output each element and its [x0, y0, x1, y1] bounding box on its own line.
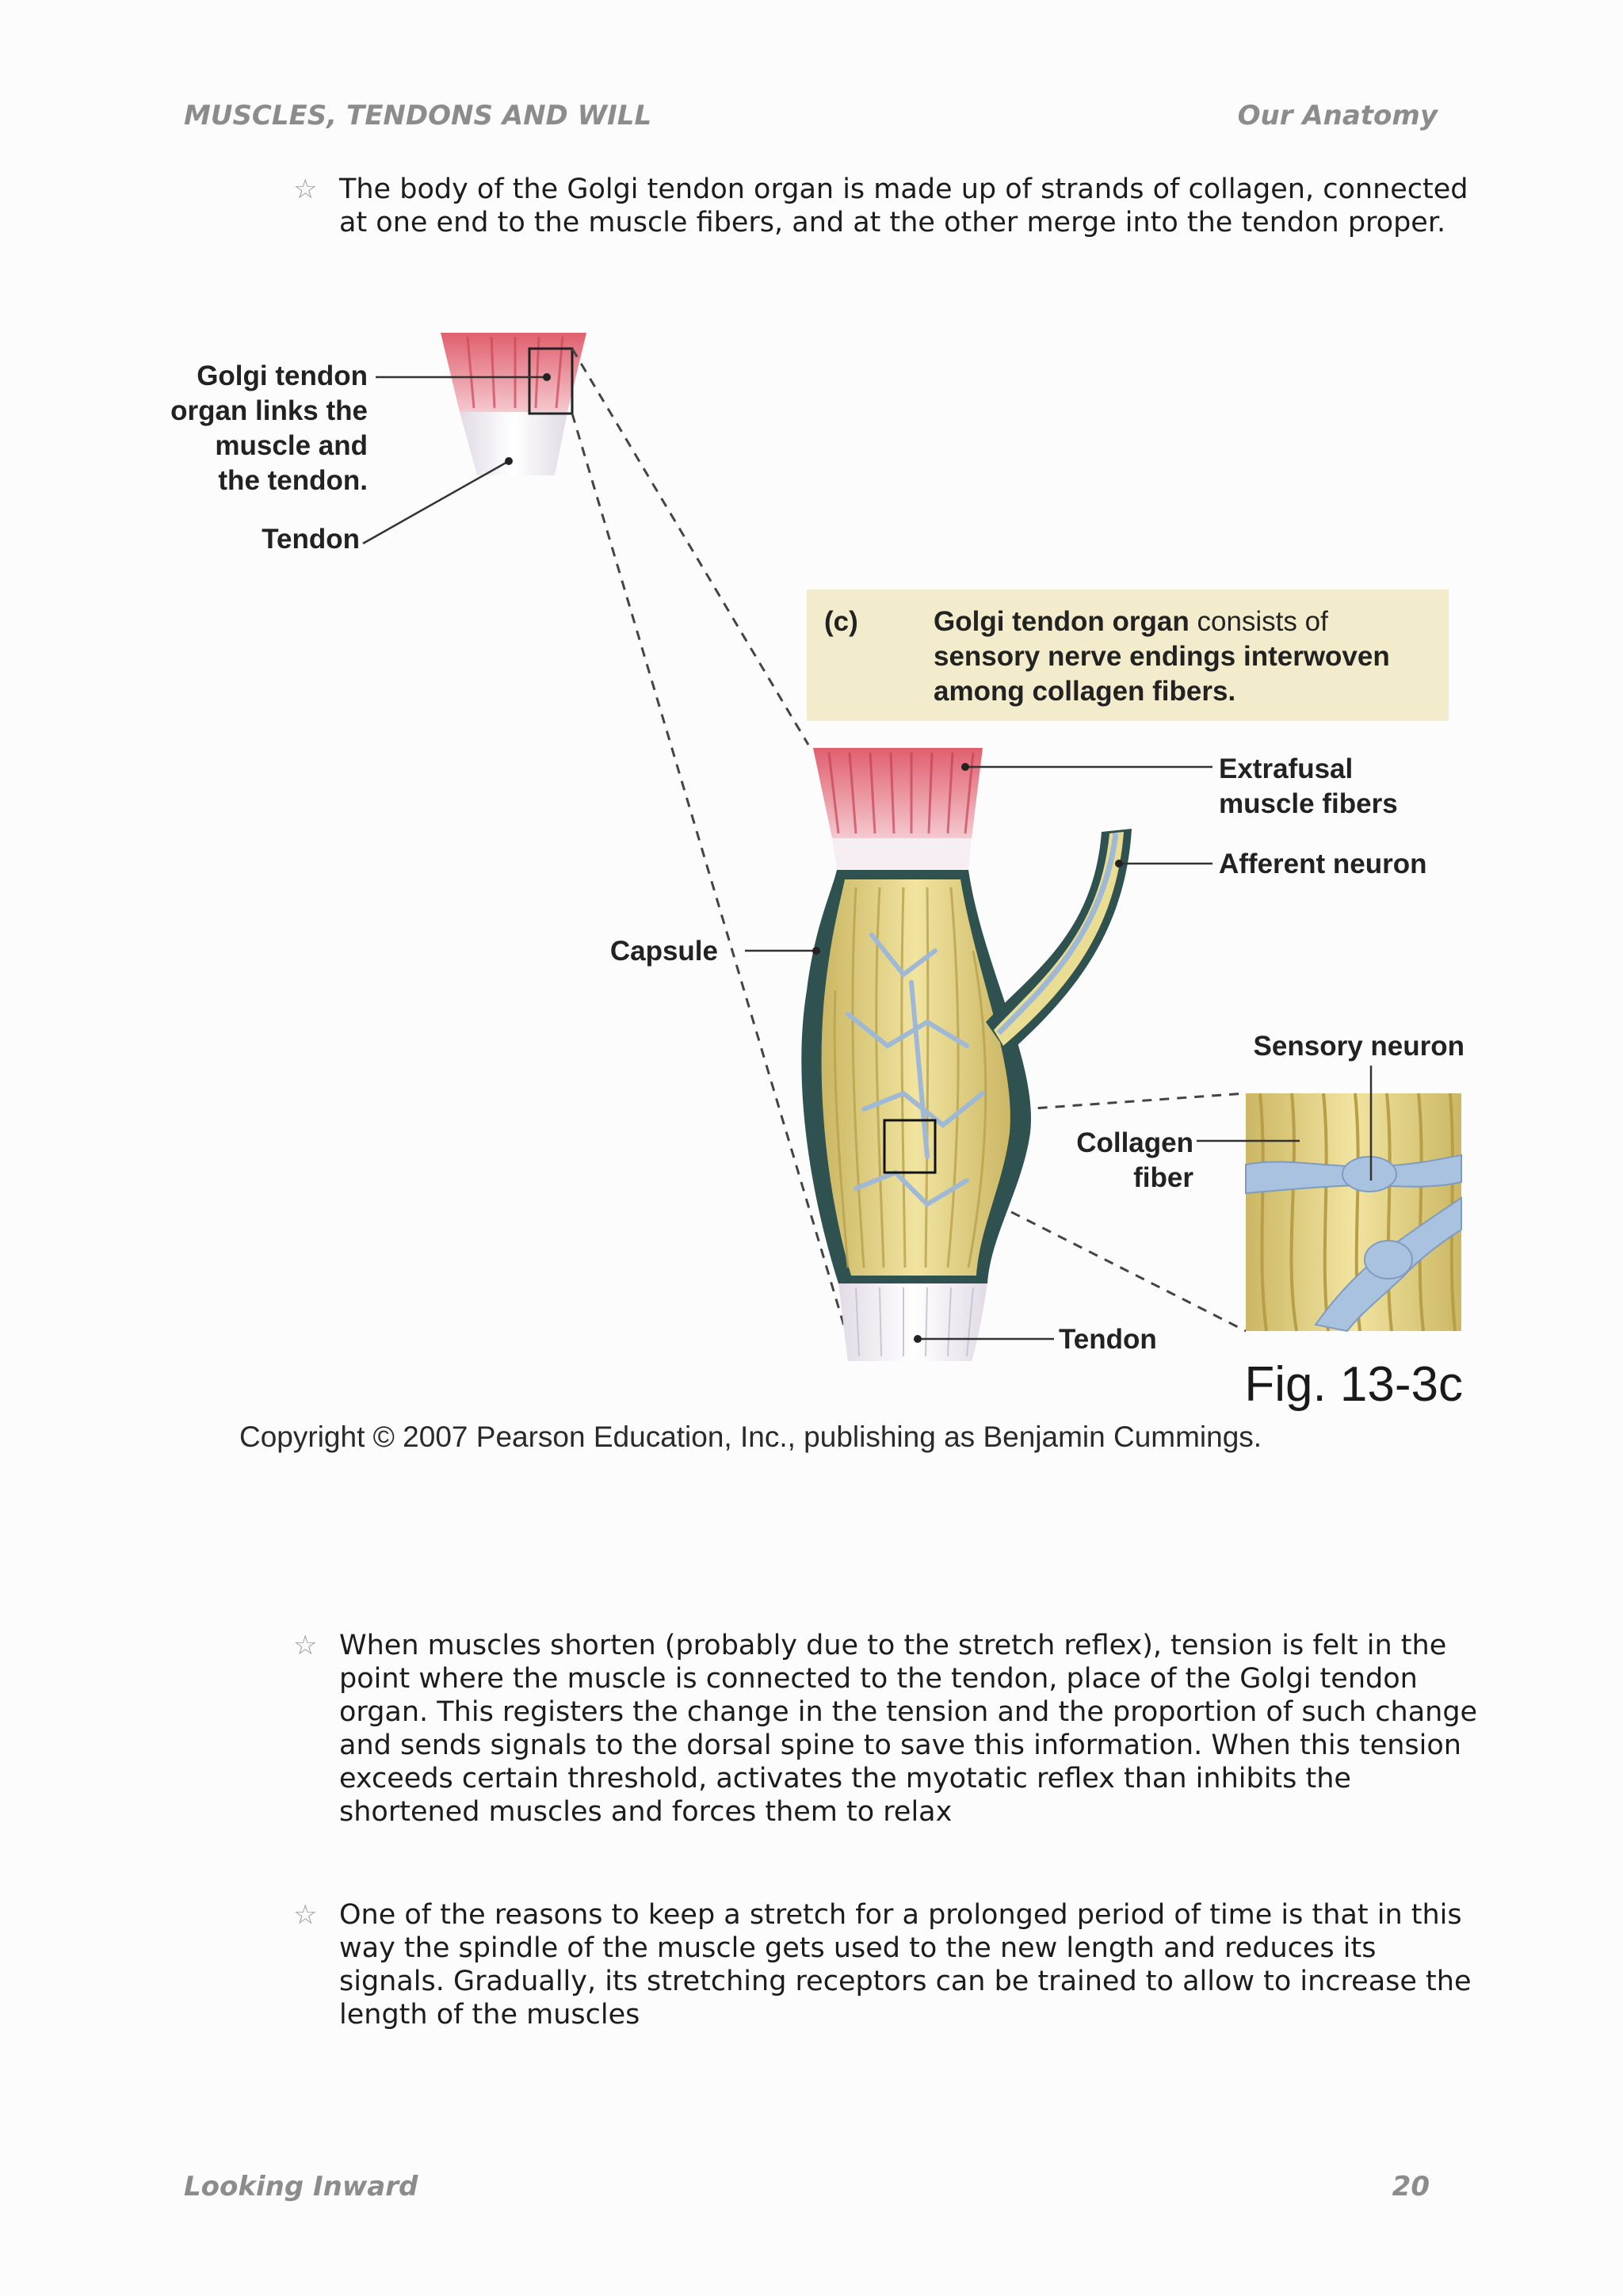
small-muscle-tendon [441, 333, 586, 475]
main-muscle [813, 748, 983, 870]
collagen-inset [1245, 1093, 1462, 1333]
footer-page-number: 20 [1392, 2171, 1430, 2203]
star-outline-icon: ☆ [293, 174, 318, 205]
copyright-line: Copyright © 2007 Pearson Education, Inc.… [239, 1421, 1262, 1453]
figure-number: Fig. 13-3c [1244, 1357, 1463, 1412]
caption-rest1: consists of [1190, 606, 1328, 637]
caption-bold: Golgi tendon organ [934, 606, 1190, 637]
label-tendon-top: Tendon [262, 524, 360, 555]
caption-line3: among collagen fibers. [934, 676, 1235, 707]
afferent-neuron [986, 829, 1132, 1054]
caption-box [807, 589, 1449, 721]
caption-line2: sensory nerve endings interwoven [934, 641, 1390, 672]
label-sensory-neuron: Sensory neuron [1254, 1031, 1465, 1062]
label-extrafusal-2: muscle fibers [1219, 788, 1398, 819]
label-golgi-line4: the tendon. [218, 465, 368, 496]
main-tendon [838, 1283, 987, 1361]
caption-line1: Golgi tendon organ consists of [934, 606, 1328, 637]
label-extrafusal-1: Extrafusal [1219, 753, 1353, 784]
footer-left: Looking Inward [184, 2171, 418, 2203]
star-outline-icon: ☆ [293, 1630, 318, 1661]
header-left: MUSCLES, TENDONS AND WILL [184, 100, 652, 132]
star-outline-icon: ☆ [293, 1899, 318, 1931]
label-collagen-2: fiber [1133, 1162, 1193, 1193]
bullet-text: The body of the Golgi tendon organ is ma… [339, 174, 1468, 238]
label-collagen-1: Collagen [1076, 1127, 1193, 1158]
capsule-body [801, 870, 1031, 1283]
label-golgi-line1: Golgi tendon [197, 360, 368, 391]
header-right: Our Anatomy [1237, 100, 1438, 132]
label-capsule: Capsule [610, 936, 718, 967]
bullet-text: One of the reasons to keep a stretch for… [339, 1899, 1472, 2031]
caption-letter: (c) [824, 606, 858, 637]
label-afferent: Afferent neuron [1219, 849, 1427, 879]
label-golgi-line2: organ links the [170, 395, 368, 426]
label-tendon-bottom: Tendon [1059, 1324, 1157, 1355]
bullet-text: When muscles shorten (probably due to th… [339, 1630, 1478, 1828]
label-golgi-line3: muscle and [215, 430, 368, 461]
